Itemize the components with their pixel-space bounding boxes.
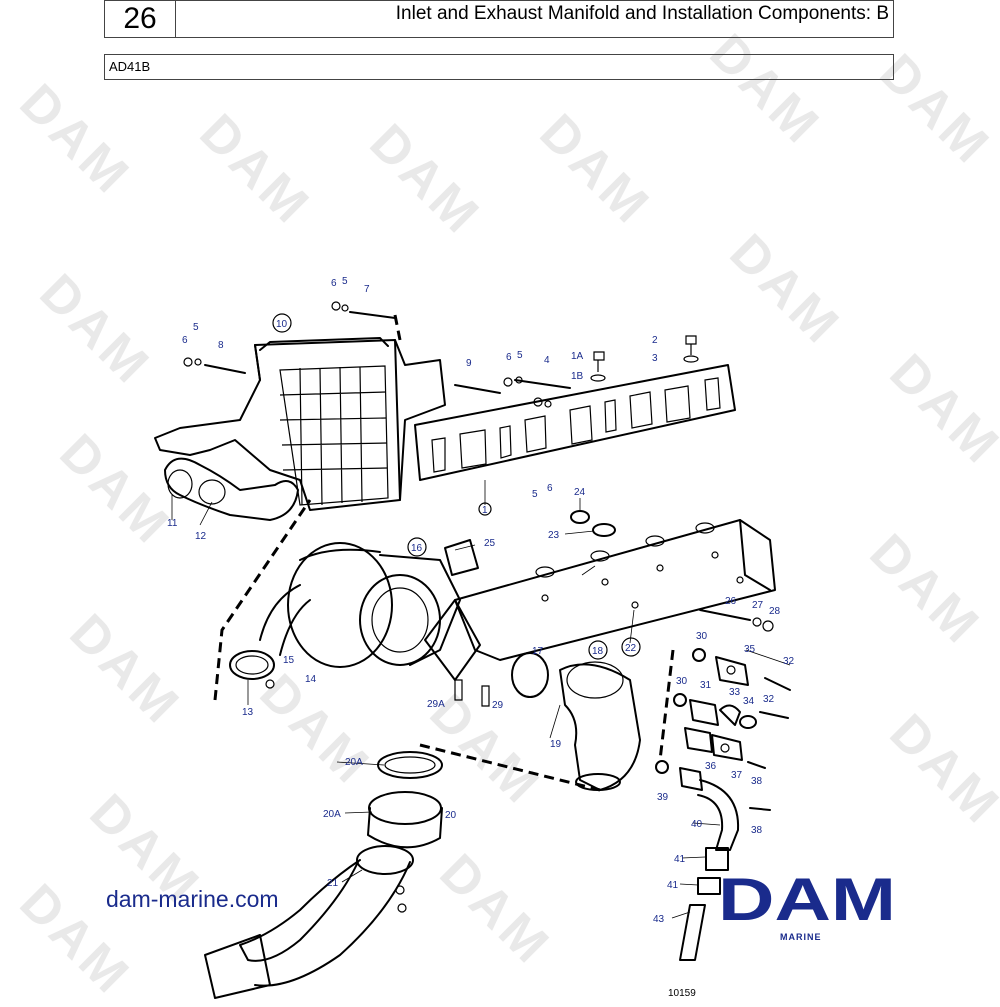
callout-38: 38 xyxy=(751,825,763,836)
callout-17: 17 xyxy=(532,646,544,657)
callout-5: 5 xyxy=(517,350,523,361)
leader-lines xyxy=(171,480,791,919)
callout-37: 37 xyxy=(731,770,743,781)
callout-19: 19 xyxy=(550,739,562,750)
callout-5: 5 xyxy=(342,276,348,287)
section-number: 26 xyxy=(105,1,176,37)
manifold-flange-plate xyxy=(414,364,736,481)
callout-32: 32 xyxy=(783,656,795,667)
page-title: Inlet and Exhaust Manifold and Installat… xyxy=(395,3,889,24)
callout-30: 30 xyxy=(676,676,688,687)
studs-upper xyxy=(183,301,699,408)
callout-41: 41 xyxy=(667,880,679,891)
drain-pipe xyxy=(679,767,771,961)
exhaust-manifold xyxy=(424,519,776,681)
inlet-manifold xyxy=(154,337,446,521)
model-code: AD41B xyxy=(104,54,894,80)
figure-id: 10159 xyxy=(668,988,696,999)
callout-9: 9 xyxy=(466,358,472,369)
seal-ring xyxy=(592,523,616,537)
callout-6: 6 xyxy=(331,278,337,289)
callout-15: 15 xyxy=(283,655,295,666)
callout-7: 7 xyxy=(364,284,370,295)
callout-3: 3 xyxy=(652,353,658,364)
dam-marine-logo: DAM xyxy=(718,870,896,926)
callout-1b: 1B xyxy=(571,371,584,382)
callout-25: 25 xyxy=(484,538,496,549)
heat-shield-bracket xyxy=(444,539,479,576)
callout-20a: 20A xyxy=(345,757,363,768)
callout-26: 26 xyxy=(725,596,737,607)
callout-4: 4 xyxy=(544,355,550,366)
callout-14: 14 xyxy=(305,674,317,685)
callout-35: 35 xyxy=(744,644,756,655)
callout-27: 27 xyxy=(752,600,764,611)
callout-21: 21 xyxy=(327,878,339,889)
callout-5: 5 xyxy=(532,489,538,500)
callout-32: 32 xyxy=(763,694,775,705)
callout-40: 40 xyxy=(691,819,703,830)
exhaust-pipe-assembly xyxy=(204,751,443,999)
callout-8: 8 xyxy=(218,340,224,351)
header: 26 Inlet and Exhaust Manifold and Instal… xyxy=(104,0,894,38)
callout-41: 41 xyxy=(674,854,686,865)
pipe-flanges xyxy=(655,648,791,774)
callout-18: 18 xyxy=(592,646,604,657)
callout-39: 39 xyxy=(657,792,669,803)
callout-12: 12 xyxy=(195,531,207,542)
callout-6: 6 xyxy=(506,352,512,363)
callout-43: 43 xyxy=(653,914,665,925)
callout-33: 33 xyxy=(729,687,741,698)
seal-ring xyxy=(570,510,590,524)
callout-29a: 29A xyxy=(427,699,445,710)
callout-23: 23 xyxy=(548,530,560,541)
assembly-lines xyxy=(213,314,675,792)
callout-10: 10 xyxy=(276,319,288,330)
callout-29: 29 xyxy=(492,700,504,711)
website-link[interactable]: dam-marine.com xyxy=(106,886,279,912)
logo-subtext: MARINE xyxy=(780,932,822,942)
callout-labels: 6 5 7 10 5 6 8 9 6 5 4 1A 1B 2 3 5 6 1 1… xyxy=(167,276,795,925)
callout-11: 11 xyxy=(167,518,178,529)
callout-36: 36 xyxy=(705,761,717,772)
callout-20a: 20A xyxy=(323,809,341,820)
callout-31: 31 xyxy=(700,680,712,691)
exhaust-elbow xyxy=(511,652,641,791)
sensor-fittings xyxy=(454,679,490,707)
callout-6: 6 xyxy=(547,483,553,494)
callout-5: 5 xyxy=(193,322,199,333)
callout-30: 30 xyxy=(696,631,708,642)
turbocharger xyxy=(259,542,461,668)
callout-1: 1 xyxy=(482,505,488,516)
callout-22: 22 xyxy=(625,643,637,654)
callout-6: 6 xyxy=(182,335,188,346)
callout-1a: 1A xyxy=(571,351,584,362)
callout-24: 24 xyxy=(574,487,586,498)
callout-38: 38 xyxy=(751,776,763,787)
callout-16: 16 xyxy=(411,543,423,554)
callout-28: 28 xyxy=(769,606,781,617)
callout-34: 34 xyxy=(743,696,755,707)
logo-text: DAM xyxy=(718,870,896,926)
callout-20: 20 xyxy=(445,810,457,821)
clamp-left xyxy=(229,650,275,689)
callout-2: 2 xyxy=(652,335,658,346)
callout-13: 13 xyxy=(242,707,254,718)
